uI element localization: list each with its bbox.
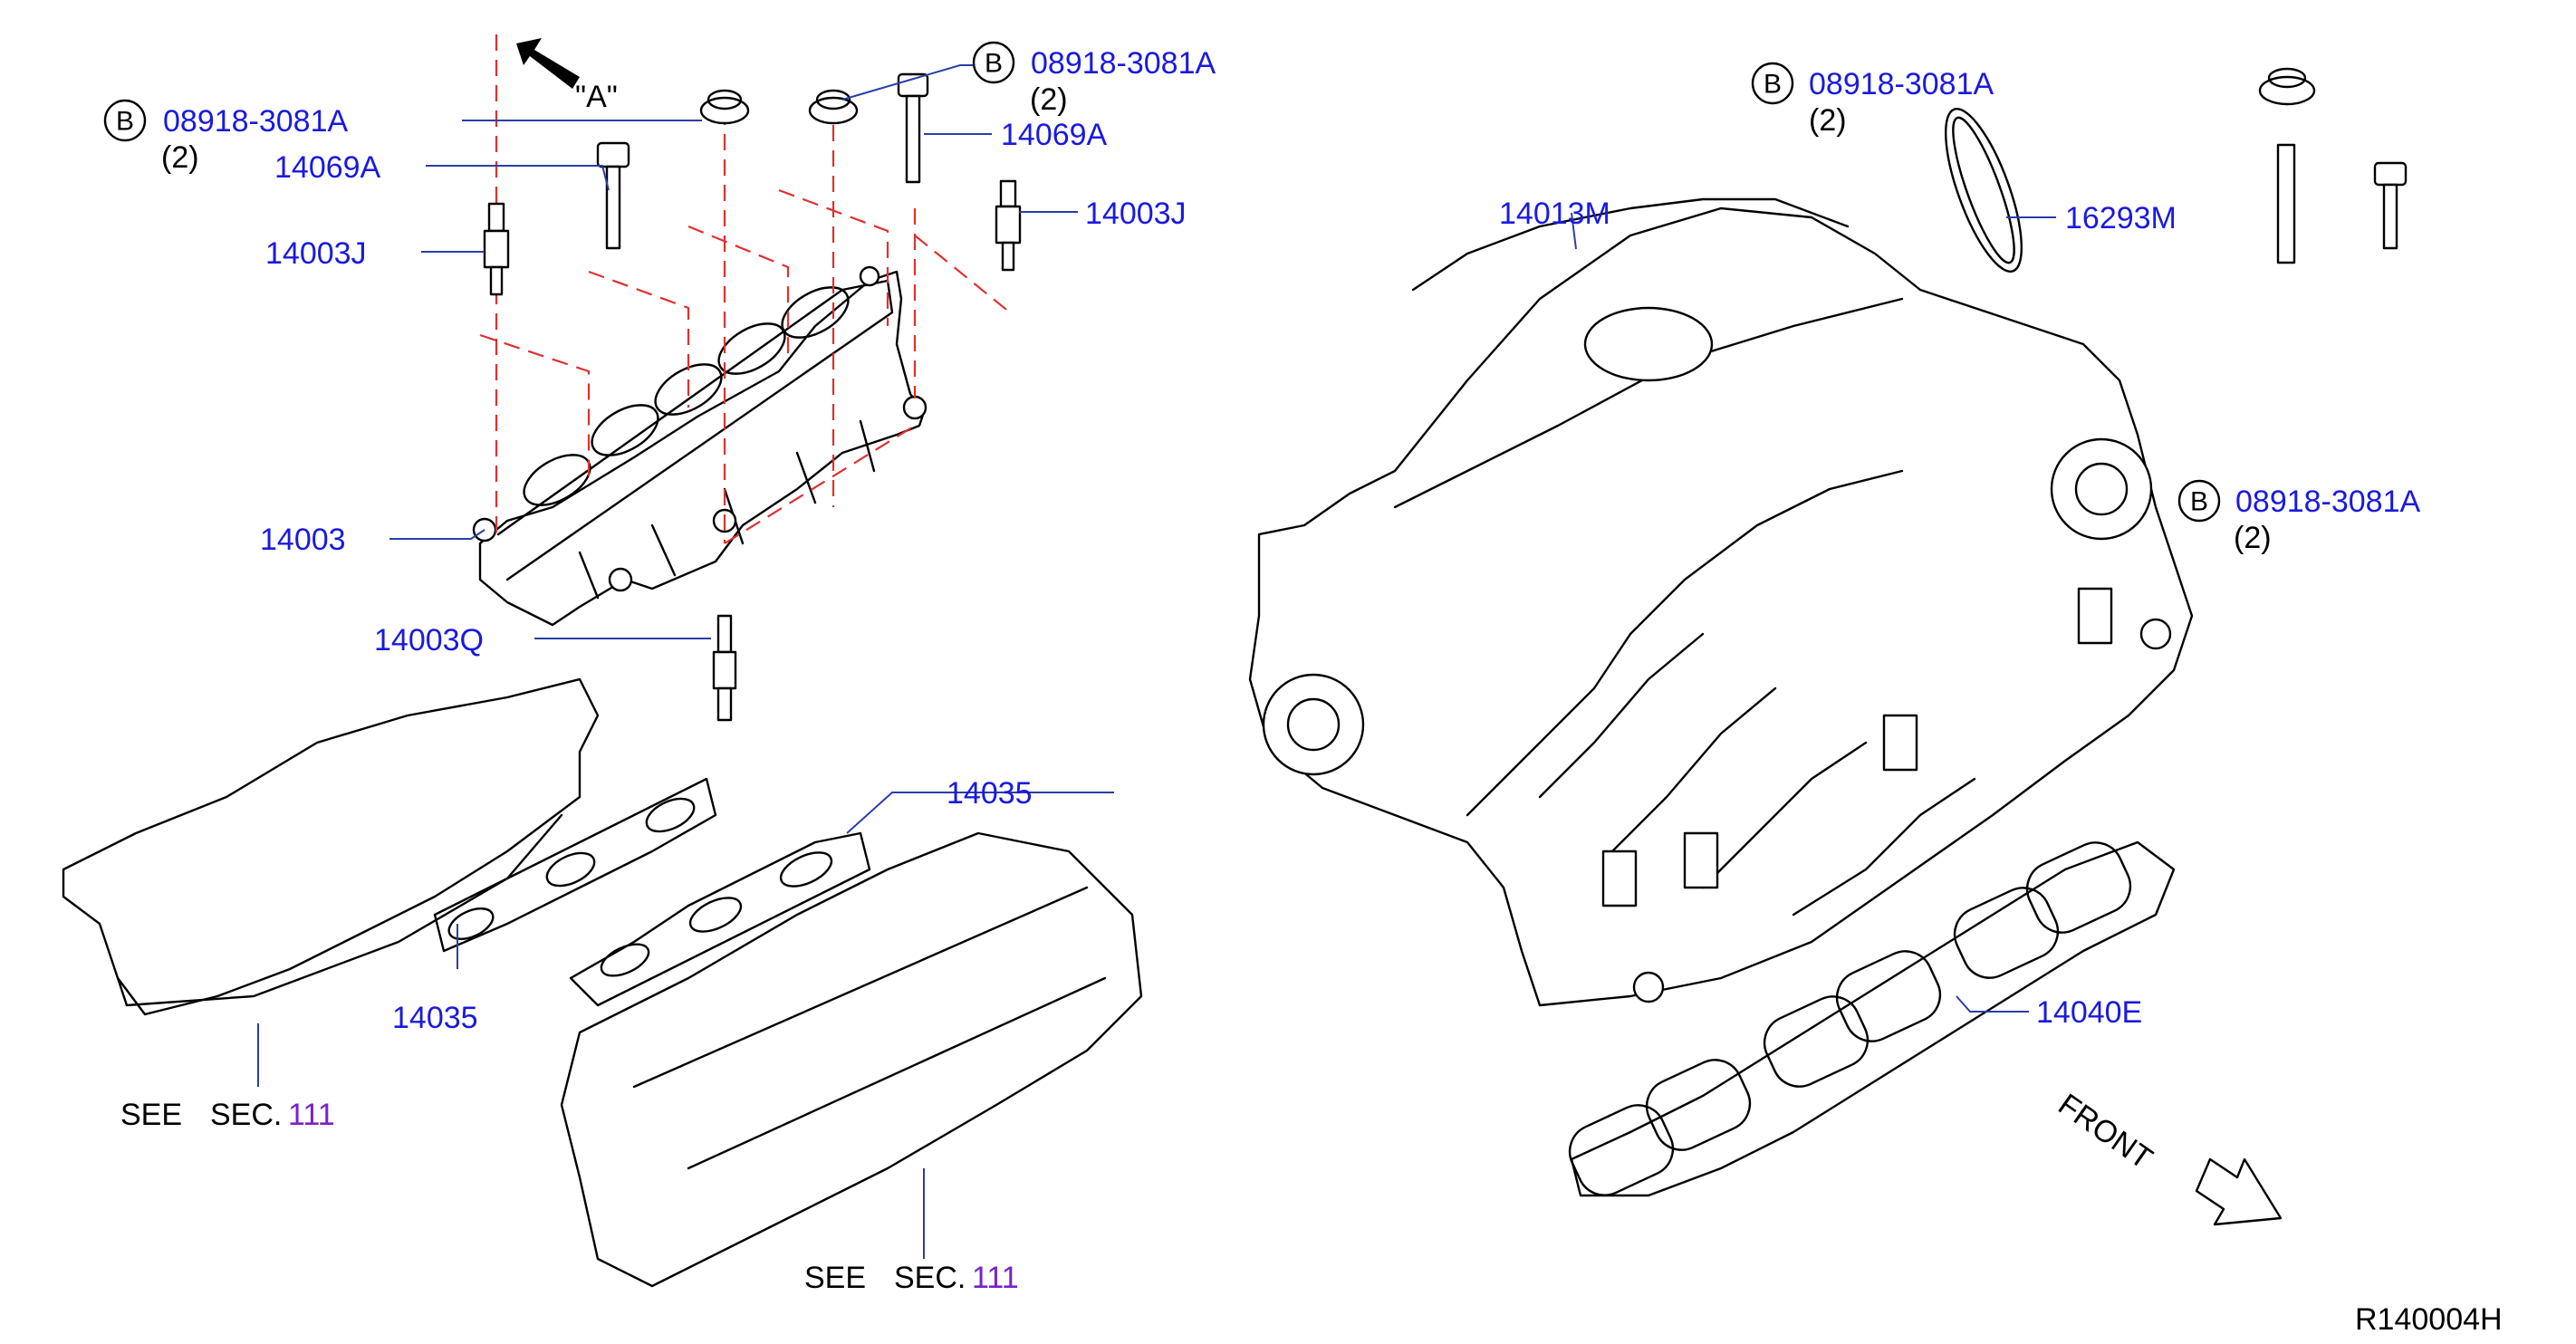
lower-intake-manifold-14003	[472, 265, 928, 627]
label-16293m: 16293M	[2065, 201, 2177, 235]
exhaust-gasket-14035-lower	[433, 777, 717, 953]
view-marker: "A"	[575, 80, 618, 114]
bolt-14069a-left	[596, 141, 630, 250]
nut-b-left	[699, 89, 750, 125]
callout-b-left-part: 08918-3081A	[163, 104, 349, 139]
sec-text: SEC.	[894, 1261, 966, 1295]
nut-b-right-top	[2258, 67, 2316, 106]
cylinder-head-right	[560, 831, 1143, 1288]
callout-b-right-top: B 08918-3081A (2)	[1751, 62, 1994, 138]
callout-b-left: B 08918-3081A (2)	[103, 99, 349, 175]
front-arrow-icon	[2195, 1157, 2283, 1226]
callout-b-right-mid: B 08918-3081A (2)	[2177, 479, 2421, 555]
callout-b-right-mid-letter: B	[2190, 487, 2208, 517]
callout-b-top-part: 08918-3081A	[1031, 46, 1216, 81]
exploded-guide-lines	[479, 34, 1011, 544]
callout-b-right-mid-part: 08918-3081A	[2235, 485, 2421, 519]
label-14003j-left: 14003J	[265, 236, 367, 271]
stud-14003j-right	[995, 179, 1022, 272]
see-text: SEE	[120, 1098, 182, 1132]
label-14003j-right: 14003J	[1085, 197, 1187, 231]
label-14003: 14003	[260, 523, 346, 557]
cylinder-head-left	[62, 677, 600, 1016]
nut-b-top	[808, 89, 859, 125]
see-sec-left: SEE SEC. 111	[120, 1098, 335, 1132]
label-14013m: 14013M	[1499, 197, 1610, 231]
callout-b-right-top-part: 08918-3081A	[1809, 67, 1994, 101]
label-14040e: 14040E	[2036, 995, 2142, 1030]
sec-number: 111	[288, 1098, 335, 1132]
intake-collector-14013m	[1248, 197, 2194, 1007]
stud-14003q	[712, 614, 737, 722]
label-14003q: 14003Q	[374, 623, 484, 658]
callout-b-right-top-letter: B	[1764, 70, 1782, 100]
stud-right-top	[2276, 143, 2296, 264]
diagram-code: R140004H	[2355, 1302, 2503, 1337]
front-label: FRONT	[2052, 1087, 2158, 1176]
callout-b-top-letter: B	[985, 49, 1003, 79]
callout-b-left-letter: B	[116, 107, 134, 137]
callout-b-right-mid-qty: (2)	[2234, 521, 2272, 555]
label-14035-lower: 14035	[392, 1001, 478, 1035]
exhaust-gasket-14035-upper	[569, 831, 871, 1007]
leader-lines	[257, 64, 2056, 1259]
bolt-right-top	[2373, 161, 2408, 250]
stud-14003j-left	[483, 202, 510, 296]
sec-number[interactable]: 111	[972, 1261, 1019, 1295]
callout-b-left-qty: (2)	[161, 140, 199, 175]
callout-b-top-qty: (2)	[1030, 82, 1068, 117]
sec-text: SEC.	[210, 1098, 282, 1132]
callout-b-top: B 08918-3081A (2)	[972, 41, 1216, 117]
intake-gasket-14040e	[1568, 840, 2176, 1197]
see-text: SEE	[804, 1261, 866, 1295]
bolt-14069a-right	[897, 72, 929, 184]
label-14069a-right: 14069A	[1001, 118, 1108, 152]
callout-b-right-top-qty: (2)	[1809, 103, 1847, 138]
label-14069a-left: 14069A	[274, 150, 381, 185]
label-14035-upper: 14035	[947, 776, 1033, 811]
gasket-16293m	[1944, 108, 2023, 273]
view-direction-arrow-icon	[516, 38, 580, 89]
see-sec-right[interactable]: SEE SEC. 111	[804, 1261, 1019, 1295]
